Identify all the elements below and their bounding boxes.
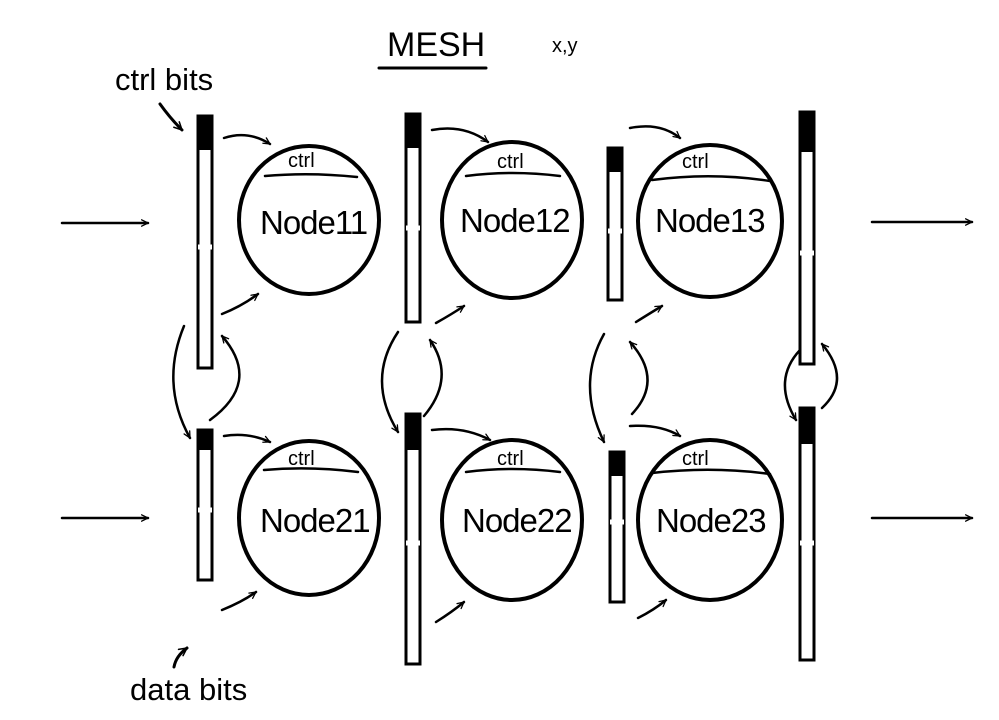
register-bar [606, 146, 624, 302]
node-ctrl-label: ctrl [497, 151, 524, 173]
data-bits-label: data bits [130, 672, 247, 707]
down-arrow [588, 332, 606, 444]
down-arrow [380, 330, 400, 434]
ctrl-arrow [430, 127, 490, 144]
ctrl-bits-label: ctrl bits [115, 62, 213, 97]
node-label: Node12 [460, 202, 570, 239]
node-ctrl-label: ctrl [682, 151, 709, 173]
node-ctrl-label: ctrl [288, 150, 315, 172]
ctrl-divider [464, 171, 562, 178]
up-arrow [820, 342, 839, 410]
data-arrow [434, 304, 466, 325]
ctrl-arrow [222, 133, 272, 146]
ctrl-divider [263, 172, 359, 179]
ctrl-divider [262, 467, 360, 474]
ctrl-arrow [628, 424, 682, 438]
diagram-title: MESH [387, 26, 485, 64]
ctrl-arrow [628, 125, 682, 140]
register-bar [404, 112, 422, 324]
ctrl-divider [650, 174, 772, 183]
data-arrow [434, 600, 466, 624]
register-bar [798, 110, 816, 366]
data-arrow [220, 590, 258, 612]
register-bar [404, 412, 422, 666]
register-bar [196, 114, 214, 370]
node-label: Node21 [260, 502, 370, 539]
mesh-node: ctrl Node13 [636, 143, 784, 299]
up-arrow [208, 334, 241, 422]
up-arrow [422, 338, 443, 418]
ctrl-divider [464, 467, 562, 474]
node-label: Node23 [656, 502, 766, 539]
register-bar [798, 406, 816, 662]
node-label: Node22 [462, 502, 572, 539]
ctrl-divider [650, 468, 772, 476]
bar-to-node-arrows [220, 125, 682, 624]
node-ctrl-label: ctrl [288, 448, 315, 470]
data-bits-pointer-arrow [172, 646, 189, 669]
register-bar [196, 428, 214, 582]
down-arrow [783, 348, 802, 422]
vertical-exchange-arrows [172, 324, 839, 444]
mesh-node: ctrl Node11 [237, 144, 381, 296]
node-ctrl-label: ctrl [682, 448, 709, 470]
node-label: Node13 [655, 202, 765, 239]
mesh-node: ctrl Node12 [440, 140, 584, 300]
data-arrow [636, 598, 668, 620]
node-ctrl-label: ctrl [497, 448, 524, 470]
mesh-node: ctrl Node21 [237, 439, 381, 597]
ctrl-arrow [222, 433, 272, 444]
diagram-subtitle: x,y [552, 35, 578, 57]
ctrl-arrow [430, 427, 492, 442]
down-arrow [172, 324, 192, 440]
ctrl-bits-pointer-arrow [158, 102, 184, 132]
up-arrow [628, 340, 649, 416]
data-arrow [634, 304, 664, 324]
node-label: Node11 [260, 204, 367, 241]
mesh-node: ctrl Node23 [636, 438, 784, 602]
data-arrow [220, 292, 260, 316]
mesh-node: ctrl Node22 [440, 438, 584, 602]
register-bar [608, 450, 626, 604]
